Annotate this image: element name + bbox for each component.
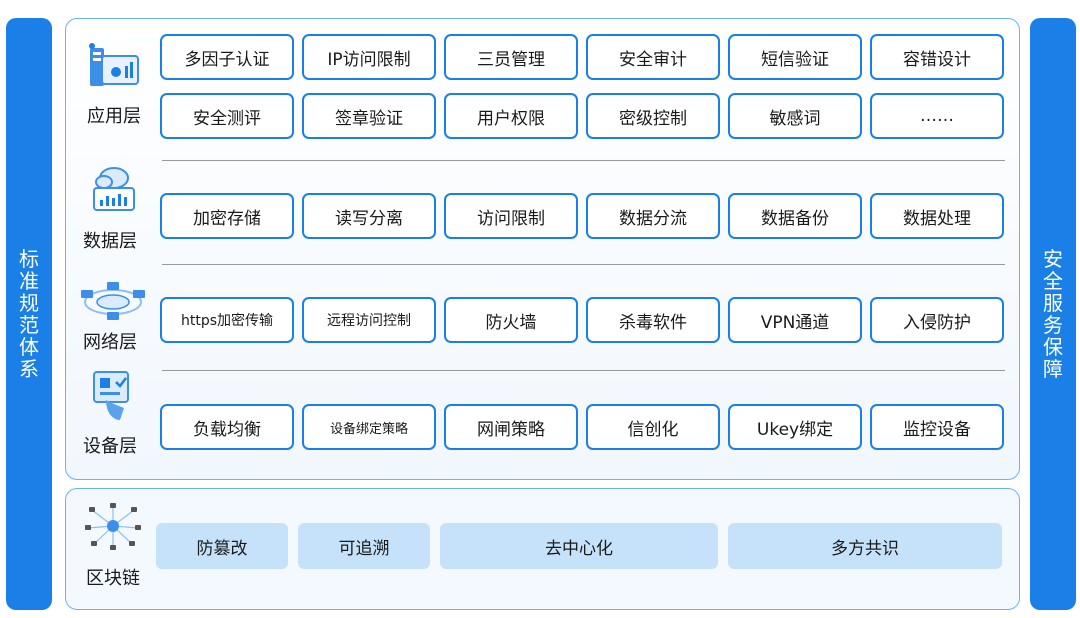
feature-access-restriction: 访问限制: [444, 193, 578, 239]
feature-multi-factor-auth: 多因子认证: [160, 34, 294, 80]
feature-data-backup: 数据备份: [728, 193, 862, 239]
cloud-data-icon: [93, 167, 135, 211]
standards-sidebar-label: 标准规范体系: [19, 247, 39, 381]
feature-security-audit: 安全审计: [586, 34, 720, 80]
feature-firewall: 防火墙: [444, 297, 578, 343]
layer-divider: [162, 160, 1005, 161]
feature-data-processing: 数据处理: [870, 193, 1004, 239]
feature-monitoring-device: 监控设备: [870, 404, 1004, 450]
feature-https-encryption: https加密传输: [160, 297, 294, 343]
blockchain-traceable: 可追溯: [298, 523, 430, 569]
feature-intrusion-prevention: 入侵防护: [870, 297, 1004, 343]
standards-sidebar: 标准规范体系: [6, 18, 52, 610]
network-icon: [81, 282, 145, 320]
blockchain-tamper-proof: 防篡改: [156, 523, 288, 569]
layer-label-data: 数据层: [83, 231, 137, 252]
feature-user-permissions: 用户权限: [444, 93, 578, 139]
feature-gatekeeper-policy: 网闸策略: [444, 404, 578, 450]
feature-data-splitting: 数据分流: [586, 193, 720, 239]
feature-remote-access-control: 远程访问控制: [302, 297, 436, 343]
layer-divider: [162, 264, 1005, 265]
layer-divider: [162, 370, 1005, 371]
feature-load-balancing: 负载均衡: [160, 404, 294, 450]
feature-encrypted-storage: 加密存储: [160, 193, 294, 239]
feature-antivirus: 杀毒软件: [586, 297, 720, 343]
blockchain-network-icon: [85, 503, 141, 550]
device-icon: [93, 371, 129, 420]
feature-sensitive-words: 敏感词: [728, 93, 862, 139]
layer-label-network: 网络层: [83, 332, 137, 353]
feature-ukey-binding: Ukey绑定: [728, 404, 862, 450]
layer-label-application: 应用层: [87, 106, 141, 127]
feature-xinchuang: 信创化: [586, 404, 720, 450]
layer-label-device: 设备层: [83, 436, 137, 457]
application-icon: [89, 43, 139, 86]
layer-label-blockchain: 区块链: [86, 568, 140, 589]
feature-security-evaluation: 安全测评: [160, 93, 294, 139]
blockchain-decentralized: 去中心化: [440, 523, 718, 569]
feature-device-binding-policy: 设备绑定策略: [302, 404, 436, 450]
security-service-sidebar-label: 安全服务保障: [1043, 247, 1063, 381]
feature-sms-verification: 短信验证: [728, 34, 862, 80]
feature-vpn-channel: VPN通道: [728, 297, 862, 343]
feature-three-admin-management: 三员管理: [444, 34, 578, 80]
feature-fault-tolerance: 容错设计: [870, 34, 1004, 80]
security-service-sidebar: 安全服务保障: [1030, 18, 1076, 610]
feature-ip-access-limit: IP访问限制: [302, 34, 436, 80]
blockchain-multi-party-consensus: 多方共识: [728, 523, 1002, 569]
feature-classification-control: 密级控制: [586, 93, 720, 139]
feature-signature-verification: 签章验证: [302, 93, 436, 139]
feature-more: ……: [870, 93, 1004, 139]
feature-read-write-separation: 读写分离: [302, 193, 436, 239]
